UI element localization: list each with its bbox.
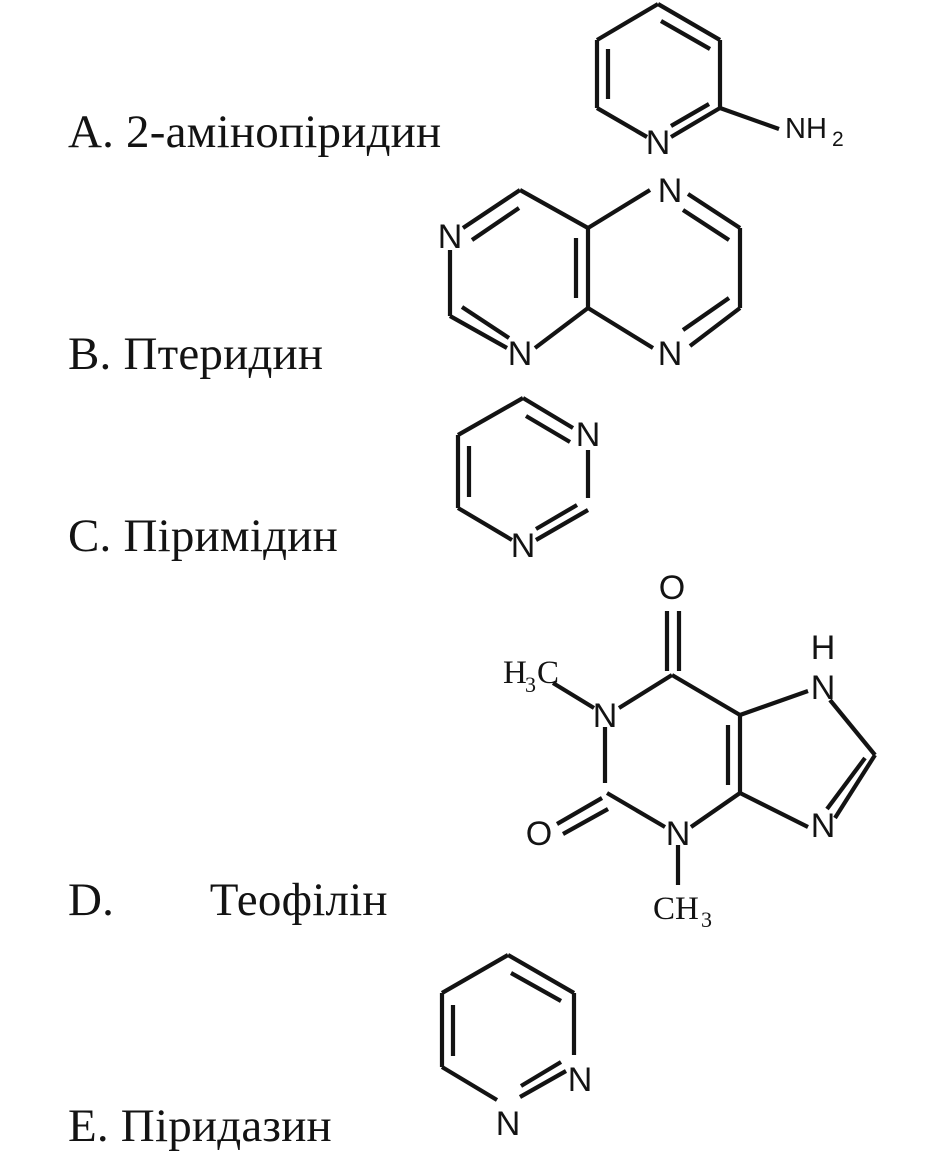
pyridazine-ring-bonds [439,953,577,1102]
theophylline-n1-methyl-bond [551,681,596,710]
atom-label-methyl-h: H [503,655,527,691]
atom-label-o6: O [659,569,685,607]
option-label-d: D. Теофілін [68,874,388,926]
atom-label-nh2: NH [785,113,827,145]
atom-label-n1: N [508,335,533,373]
structure-theophylline: O O N N N N H H 3 C CH 3 [495,569,915,932]
option-label-c: C. Піримідин [68,510,338,562]
atom-label-n3: N [576,416,601,454]
atom-label-n5: N [658,172,683,210]
option-label-a: A. 2-амінопіридин [68,106,442,158]
atom-label-n1: N [511,527,536,565]
structure-2-aminopyridine: N NH 2 [575,0,845,171]
theophylline-carbonyl-left [555,796,610,836]
atom-label-methyl-h-subscript: 3 [525,672,536,697]
atom-label-n9: N [811,807,836,845]
theophylline-six-ring-bonds [602,673,743,829]
atom-label-n7-hydrogen: H [811,629,836,667]
pteridine-left-ring-bonds [447,188,591,350]
atom-label-methyl-bottom-subscript: 3 [701,907,712,932]
atom-label-nh2-subscript: 2 [832,128,844,151]
atom-label-n3: N [666,815,691,853]
atom-label-n7: N [811,669,836,707]
structure-pteridine: N N N N [425,168,755,378]
atom-label-methyl-c: C [537,655,559,691]
atom-label-n8: N [658,335,683,373]
option-label-e: E. Піридазин [68,1100,332,1152]
theophylline-imidazole-bonds [739,689,877,829]
theophylline-carbonyl-top [664,611,682,671]
atom-label-n2: N [568,1061,593,1099]
atom-label-n3: N [438,218,463,256]
pyrimidine-ring-bonds [455,396,591,542]
option-label-b: B. Птеридин [68,328,324,380]
atom-label-o2: O [526,815,552,853]
atom-label-methyl-bottom: CH [653,891,699,927]
atom-label-n1: N [646,124,671,162]
pteridine-right-ring-bonds [586,188,743,350]
amino-substituent-bond [719,106,780,131]
structure-pyridazine: N N [420,945,620,1155]
atom-label-n1: N [496,1105,521,1143]
structure-pyrimidine: N N [440,390,640,570]
atom-label-n1: N [593,697,618,735]
pyridine-ring-bonds [594,2,723,139]
